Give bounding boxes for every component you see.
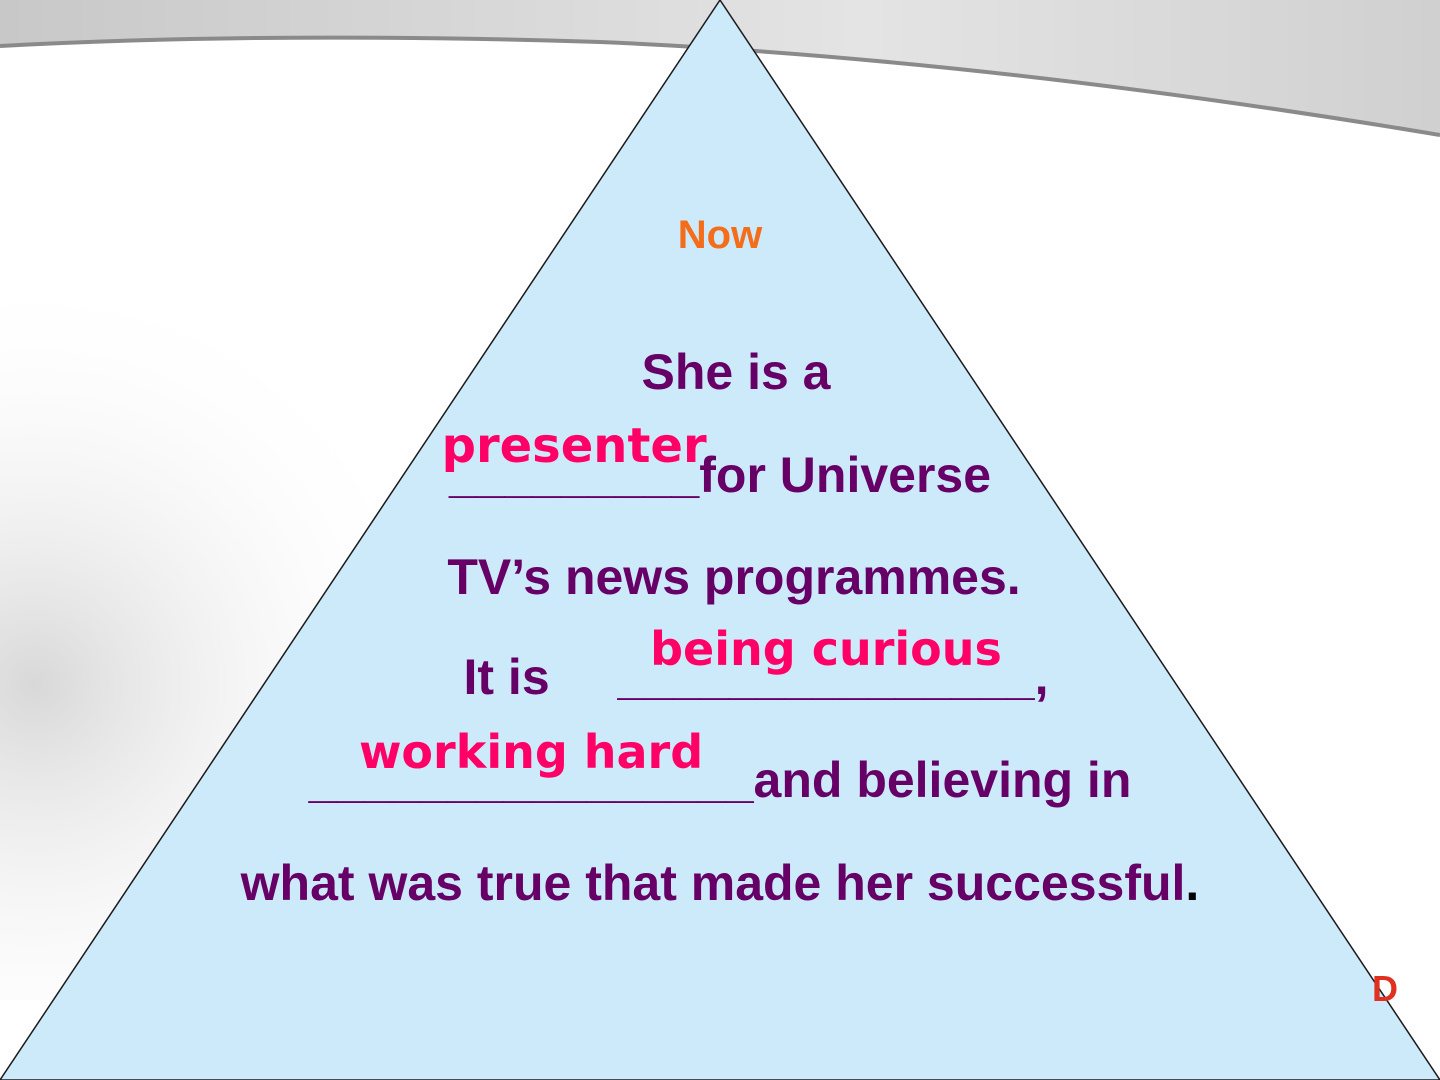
blank-underline-3: ________________ [308,752,754,808]
answer-working-hard: working hard [358,725,704,779]
answer-being-curious: being curious [650,622,1002,676]
top-swoosh [0,0,1440,135]
period: . [1185,855,1200,911]
fill-blank-1: _________ presenter [442,422,707,503]
sentence-line-5: ________________ working hard and believ… [0,729,1440,808]
sentence-line-2: _________ presenter for Universe [0,422,1440,503]
sentence-line-4-text: It is [463,649,550,705]
corner-fragment-text: D [1372,968,1398,1009]
blank-underline-2: _______________ [617,649,1035,705]
fill-blank-2: _______________ being curious [617,626,1035,705]
sentence-line-5-text: and believing in [753,752,1132,808]
answer-presenter: presenter [441,418,707,474]
sentence-line-3: TV’s news programmes. [447,549,1021,605]
sentence-line-6: what was true that made her successful. [0,858,1440,908]
sentence-line-2-text: for Universe [699,447,992,503]
slide-title: Now [677,213,763,257]
fill-blank-3: ________________ working hard [308,729,754,808]
sentence-line-4: It is _______________ being curious , [36,626,1440,705]
top-swoosh-edge [0,35,1440,137]
blank-underline-1: _________ [448,447,700,503]
sentence-line-6-text: what was true that made her successful [240,855,1186,911]
sentence-line-1: She is a [641,344,831,400]
comma: , [1034,649,1049,705]
